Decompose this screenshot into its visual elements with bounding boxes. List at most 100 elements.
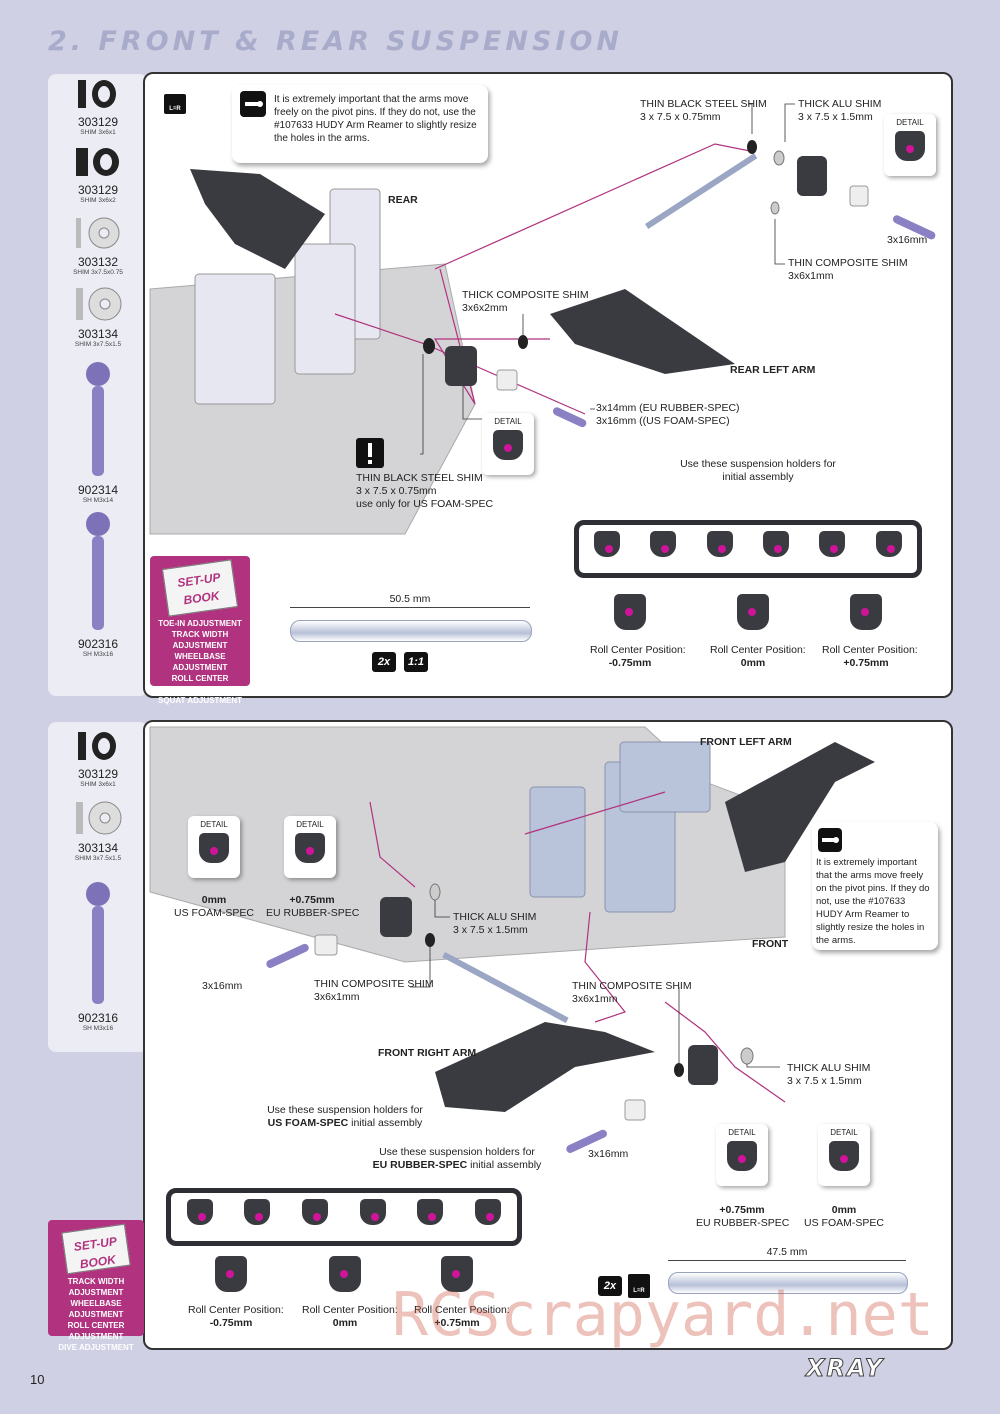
- front-left-arm: [725, 742, 875, 872]
- holder-icon: [819, 531, 846, 557]
- shim-thick-icon: [76, 148, 119, 176]
- holder-part: [445, 156, 827, 386]
- spacer-parts: [496, 185, 869, 391]
- pivot-pin: [442, 952, 569, 1024]
- rear-left-arm-label: REAR LEFT ARM: [730, 364, 816, 376]
- washer-icon: [76, 217, 120, 249]
- shim-parts: [423, 140, 785, 354]
- rod-length: 47.5 mm: [766, 1246, 808, 1258]
- holder-icon: [850, 594, 882, 630]
- holder-icon: [895, 131, 925, 161]
- roll-center-option: Roll Center Position:+0.75mm: [414, 1252, 510, 1330]
- washer-icon: [76, 801, 122, 835]
- holder-icon: [417, 1199, 444, 1225]
- screw-size-label: 3x16mm: [588, 1148, 629, 1160]
- scale-badge: 1:1: [404, 652, 428, 672]
- front-label: FRONT: [752, 938, 789, 950]
- holder-icon: [359, 1199, 386, 1225]
- holder-icon: [614, 594, 646, 630]
- detail-box: DETAIL: [818, 1124, 870, 1186]
- holder-icon: [493, 430, 523, 460]
- holder-icon: [186, 1199, 213, 1225]
- holder-sprue: [166, 1188, 522, 1246]
- reamer-icon: [818, 828, 842, 852]
- pivot-pin-rod: [290, 620, 532, 642]
- warning-icon: [356, 438, 384, 468]
- reamer-callout: It is extremely important that the arms …: [232, 85, 488, 163]
- front-suspension-diagram: [149, 726, 875, 1180]
- reamer-icon: [240, 91, 266, 117]
- holder-sprue: [574, 520, 922, 578]
- watermark: RCScrapyard.net: [392, 1280, 934, 1350]
- rear-right-arm: [190, 169, 325, 269]
- screw-size-label: 3x16mm: [887, 234, 928, 246]
- roll-center-option: Roll Center Position:-0.75mm: [590, 590, 686, 670]
- holder-icon: [875, 531, 902, 557]
- holder-part: [380, 897, 718, 1085]
- lr-badge: L=R: [628, 1274, 650, 1298]
- callout-text: It is extremely important that the arms …: [816, 857, 930, 946]
- dimension-line: [668, 1260, 906, 1261]
- page-number: 10: [30, 1372, 45, 1387]
- leader-lines: [420, 103, 795, 455]
- holder-icon: [215, 1256, 247, 1292]
- detail-box: DETAIL: [482, 413, 534, 475]
- detail-box: DETAIL: [188, 816, 240, 878]
- holder-icon: [727, 1141, 757, 1171]
- rear-suspension-diagram: [149, 103, 936, 535]
- rod-length: 50.5 mm: [389, 593, 431, 605]
- holder-icon: [650, 531, 677, 557]
- washer-icon: [76, 287, 122, 321]
- rear-bulkhead: [194, 188, 381, 405]
- shim-parts: [425, 883, 754, 1077]
- pivot-pin-rod: [668, 1272, 908, 1294]
- screw-icon: [86, 362, 110, 476]
- quantity-badge: 2x: [372, 652, 396, 672]
- detail-box: DETAIL: [716, 1124, 768, 1186]
- roll-center-option: Roll Center Position:-0.75mm: [188, 1252, 284, 1330]
- shim-thin-icon: [78, 732, 116, 760]
- holder-icon: [302, 1199, 329, 1225]
- holder-icon: [199, 833, 229, 863]
- holder-icon: [737, 594, 769, 630]
- front-bulkhead: [529, 741, 711, 913]
- detail-box: DETAIL: [284, 816, 336, 878]
- screw-icon: [86, 882, 110, 1004]
- roll-center-option: Roll Center Position:0mm: [302, 1252, 398, 1330]
- screw-parts: [552, 215, 936, 428]
- rear-left-arm: [550, 289, 735, 374]
- front-right-arm-label: FRONT RIGHT ARM: [378, 1047, 477, 1059]
- page-title: 2. FRONT & REAR SUSPENSION: [48, 26, 623, 57]
